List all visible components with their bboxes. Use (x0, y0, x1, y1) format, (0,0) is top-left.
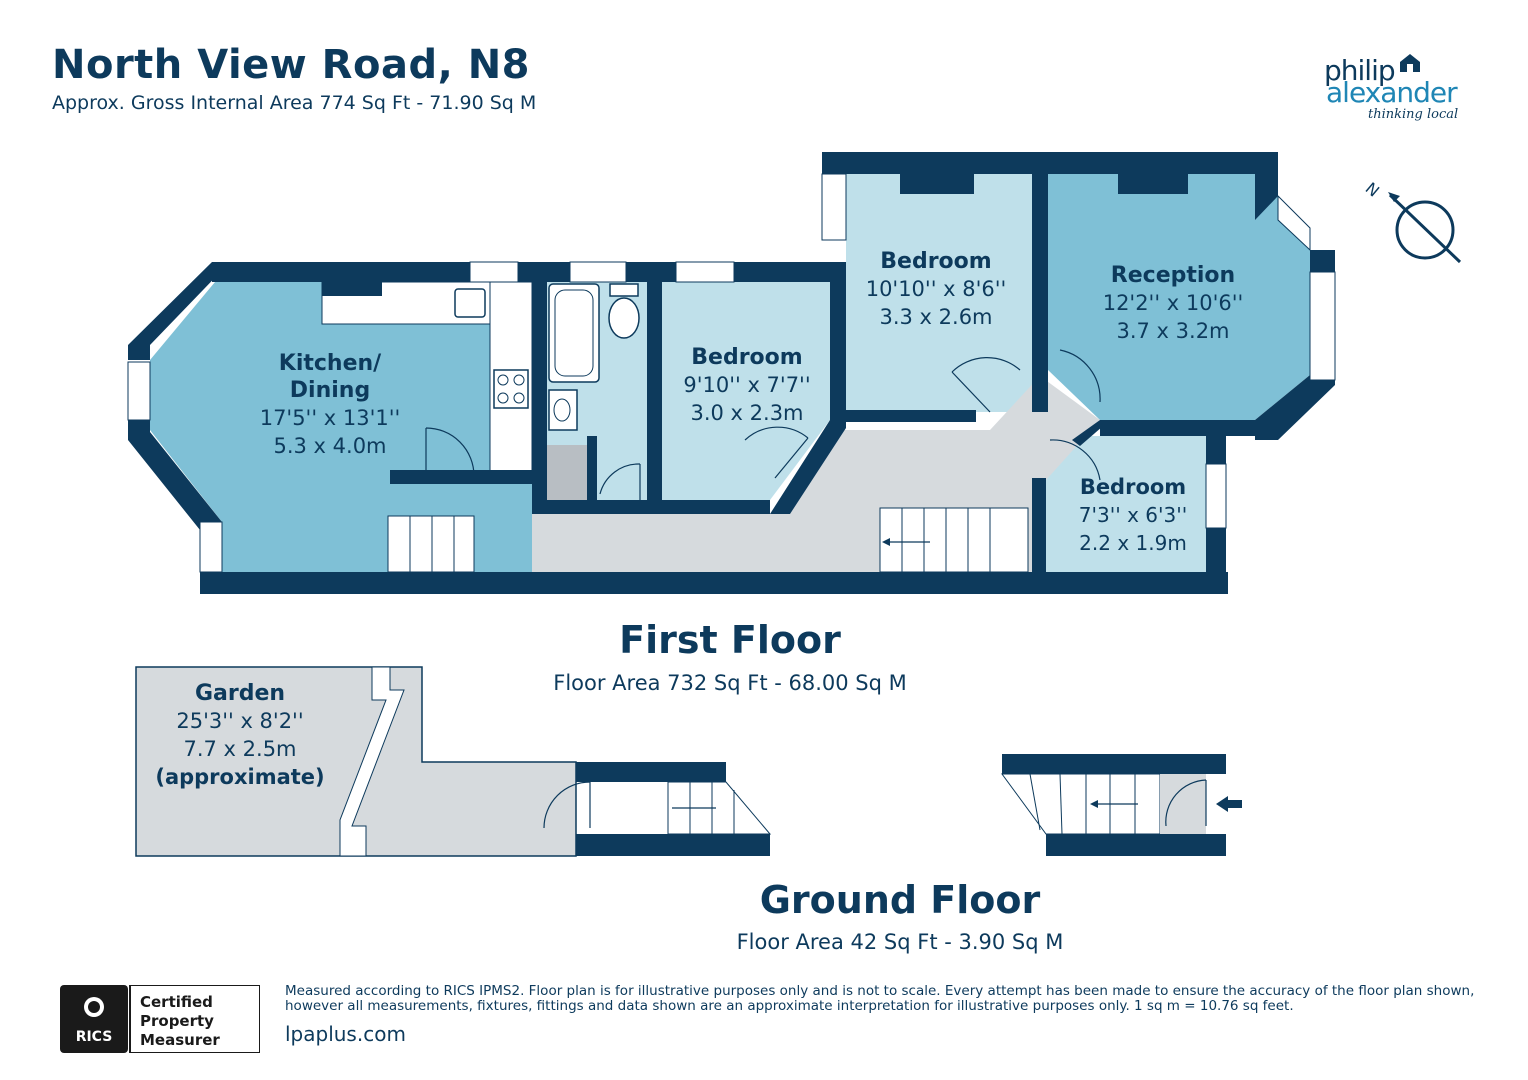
kitchen-metric: 5.3 x 4.0m (273, 434, 386, 458)
gross-area: Approx. Gross Internal Area 774 Sq Ft - … (52, 92, 537, 114)
bathtub-icon (548, 283, 600, 383)
plan-title: North View Road, N8 (52, 42, 531, 88)
bedroom-3 (1046, 436, 1206, 572)
ground-floor-plan: Garden 25'3'' x 8'2'' 7.7 x 2.5m (approx… (135, 666, 1242, 857)
website-link[interactable]: lpaplus.com (285, 1022, 406, 1046)
bedroom-3-imperial: 7'3'' x 6'3'' (1079, 503, 1187, 527)
bedroom-2-imperial: 10'10'' x 8'6'' (866, 277, 1007, 301)
svg-text:Certified: Certified (140, 993, 213, 1011)
kitchen-counter-side (489, 281, 533, 481)
logo-line2: alexander (1326, 76, 1458, 109)
sink-icon (454, 288, 486, 318)
hall-stairs (879, 507, 1029, 573)
toilet-icon (608, 297, 640, 339)
reception-label: Reception (1111, 263, 1235, 288)
bedroom-2 (846, 174, 1032, 412)
reception-room (1048, 174, 1310, 420)
kitchen-label-2: Dining (290, 378, 370, 403)
svg-text:RICS: RICS (76, 1029, 113, 1045)
philip-alexander-logo: philip alexander thinking local (1324, 54, 1459, 122)
kitchen-dining-room (150, 282, 532, 572)
first-floor-plan: Kitchen/ Dining 17'5'' x 13'1'' 5.3 x 4.… (127, 152, 1336, 594)
svg-text:Measurer: Measurer (140, 1031, 220, 1049)
bedroom-1 (662, 282, 830, 500)
hob-icon (493, 369, 529, 409)
entrance-arrow-icon (1216, 796, 1242, 812)
bedroom-1-imperial: 9'10'' x 7'7'' (683, 373, 810, 397)
cupboard (547, 445, 587, 501)
bedroom-2-metric: 3.3 x 2.6m (879, 305, 992, 329)
house-icon (1400, 54, 1420, 72)
reception-imperial: 12'2'' x 10'6'' (1103, 291, 1244, 315)
bedroom-3-label: Bedroom (1080, 475, 1186, 499)
disclaimer-text: Measured according to RICS IPMS2. Floor … (285, 983, 1475, 1014)
ground-stairs-left (667, 781, 772, 835)
compass-north-label: N (1362, 178, 1383, 200)
compass-icon: N (1362, 178, 1462, 264)
bedroom-2-label: Bedroom (880, 249, 991, 274)
reception-metric: 3.7 x 3.2m (1116, 319, 1229, 343)
garden-label: Garden (195, 681, 285, 706)
svg-text:Property: Property (140, 1012, 214, 1030)
kitchen-label-1: Kitchen/ (279, 351, 382, 376)
first-floor-title: First Floor (619, 618, 841, 662)
first-floor-area: Floor Area 732 Sq Ft - 68.00 Sq M (553, 671, 907, 695)
ground-floor-title: Ground Floor (759, 878, 1041, 922)
basin-icon (548, 389, 578, 431)
garden-metric: 7.7 x 2.5m (183, 737, 296, 761)
garden-note: (approximate) (155, 765, 324, 789)
bedroom-1-label: Bedroom (691, 345, 802, 370)
kitchen-stairs (387, 515, 475, 573)
ground-floor-area: Floor Area 42 Sq Ft - 3.90 Sq M (736, 930, 1064, 954)
bedroom-3-metric: 2.2 x 1.9m (1079, 531, 1187, 555)
rics-certified-badge: RICS Certified Property Measurer (60, 985, 260, 1053)
garden-imperial: 25'3'' x 8'2'' (176, 709, 303, 733)
logo-line1: philip (1324, 54, 1395, 87)
kitchen-imperial: 17'5'' x 13'1'' (260, 406, 401, 430)
bedroom-1-metric: 3.0 x 2.3m (690, 401, 803, 425)
logo-tagline: thinking local (1368, 107, 1458, 122)
